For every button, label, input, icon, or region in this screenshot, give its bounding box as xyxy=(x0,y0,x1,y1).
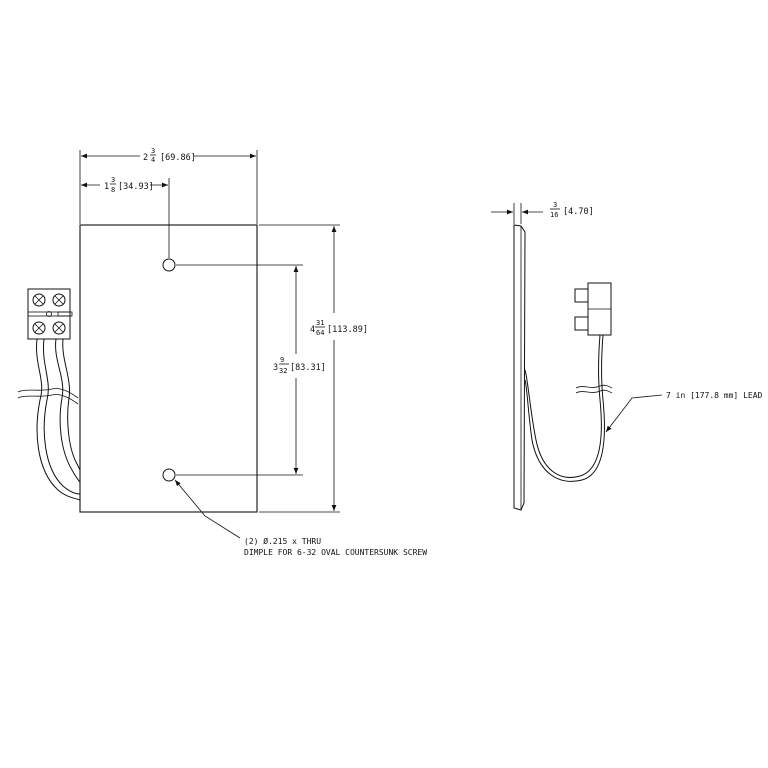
side-view: 3 16 [4.70] 7 in [177.8 mm] LEAD xyxy=(491,201,763,511)
hole-offset-frac-den: 8 xyxy=(111,186,115,194)
top-mounting-hole xyxy=(162,258,176,272)
width-frac-num: 3 xyxy=(151,147,155,155)
thickness-dimension: 3 16 [4.70] xyxy=(491,201,594,224)
side-lead-wire xyxy=(524,334,613,482)
hole-spacing-frac-den: 32 xyxy=(279,367,287,375)
height-metric: [113.89] xyxy=(327,325,368,335)
width-dimension: 2 3 4 [69.86] xyxy=(81,147,256,164)
width-whole: 2 xyxy=(143,153,148,163)
lead-note: 7 in [177.8 mm] LEAD xyxy=(666,391,763,400)
lead-callout: 7 in [177.8 mm] LEAD xyxy=(605,391,763,433)
plate-outline xyxy=(79,224,258,513)
height-dimension: 4 31 64 [113.89] xyxy=(310,226,368,511)
bottom-mounting-hole xyxy=(162,468,176,482)
height-whole: 4 xyxy=(310,325,315,335)
screw-icon xyxy=(32,321,46,335)
screw-icon xyxy=(52,321,66,335)
thickness-frac-num: 3 xyxy=(553,201,557,209)
screw-icon xyxy=(52,293,66,307)
hole-note-line2: DIMPLE FOR 6-32 OVAL COUNTERSUNK SCREW xyxy=(244,548,427,557)
hole-spacing-dimension: 3 9 32 [83.31] xyxy=(273,266,326,474)
hole-offset-dimension: 1 3 8 [34.93] xyxy=(81,176,168,194)
hole-offset-frac-num: 3 xyxy=(111,176,115,184)
thickness-frac-den: 16 xyxy=(550,211,558,219)
hole-offset-whole: 1 xyxy=(104,182,109,192)
front-lead-wires xyxy=(17,338,81,501)
width-metric: [69.86] xyxy=(160,153,196,163)
hole-callout: (2) Ø.215 x THRU DIMPLE FOR 6-32 OVAL CO… xyxy=(174,479,427,557)
plate-side-profile xyxy=(513,224,526,511)
width-frac-den: 4 xyxy=(151,156,155,164)
hole-offset-metric: [34.93] xyxy=(118,182,154,192)
screw-icon xyxy=(32,293,46,307)
front-view: 2 3 4 [69.86] 1 3 8 [34.93] 4 31 64 [113… xyxy=(17,147,427,557)
side-terminal-block xyxy=(574,282,612,336)
hole-spacing-whole: 3 xyxy=(273,363,278,373)
height-frac-num: 31 xyxy=(316,319,324,327)
thickness-metric: [4.70] xyxy=(563,207,594,217)
hole-spacing-metric: [83.31] xyxy=(290,363,326,373)
hole-note-line1: (2) Ø.215 x THRU xyxy=(244,536,321,546)
height-frac-den: 64 xyxy=(316,329,324,337)
terminal-block xyxy=(27,288,73,340)
hole-spacing-frac-num: 9 xyxy=(280,356,284,364)
